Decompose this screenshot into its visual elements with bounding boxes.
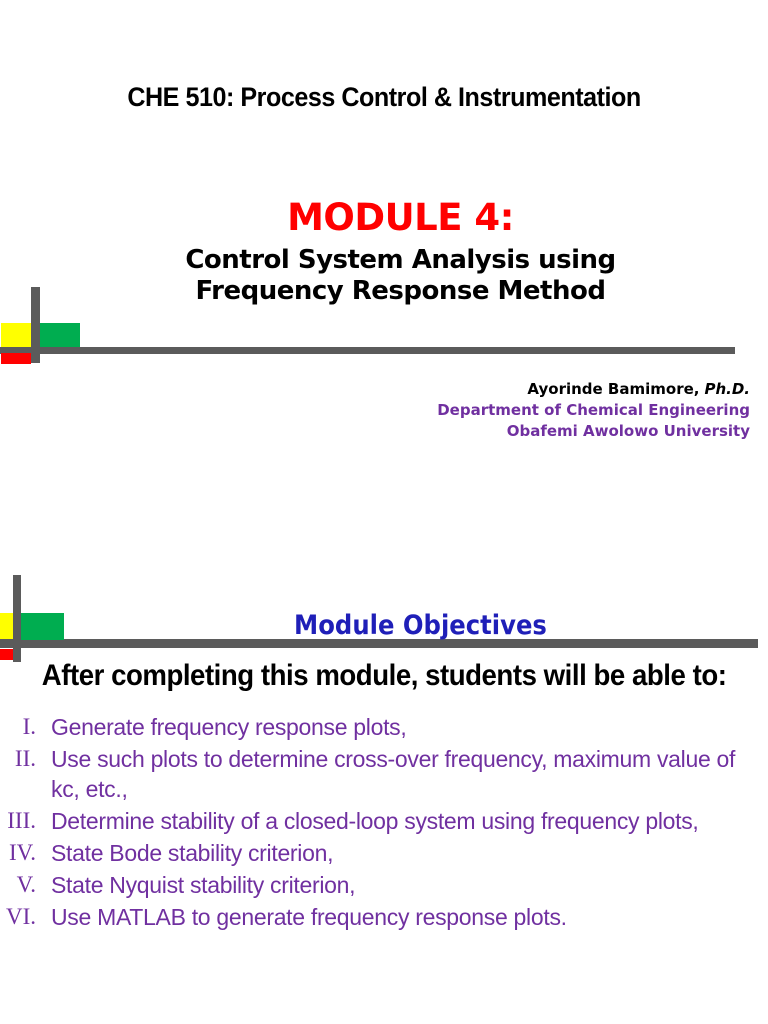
objectives-lead: After completing this module, students w…	[0, 659, 768, 693]
author-degree: Ph.D.	[704, 380, 750, 398]
module-title: MODULE 4:	[287, 196, 514, 239]
objective-text-line: Use such plots to determine cross-over f…	[51, 746, 736, 772]
slide2-green-square	[21, 613, 64, 640]
objectives-heading: Module Objectives	[72, 610, 768, 641]
author-name-line: Ayorinde Bamimore,Ph.D.	[250, 379, 750, 400]
objective-text-line: kc, etc.,	[51, 776, 128, 802]
objective-numeral: I.	[22, 714, 36, 739]
objective-text-line: Determine stability of a closed-loop sys…	[51, 808, 699, 834]
objectives-list: I. Generate frequency response plots, II…	[0, 712, 768, 934]
objective-item: I. Generate frequency response plots,	[0, 712, 768, 742]
slide1-vertical-bar	[31, 287, 40, 363]
objective-text: State Bode stability criterion,	[51, 838, 757, 868]
author-university: Obafemi Awolowo University	[506, 422, 750, 440]
slide1-red-square	[1, 353, 31, 364]
slide1-green-square	[40, 323, 80, 347]
objective-text: Determine stability of a closed-loop sys…	[51, 806, 757, 836]
objective-numeral: III.	[7, 808, 36, 833]
objectives-heading-text: Module Objectives	[293, 610, 547, 641]
slide2-yellow-square	[0, 613, 13, 639]
slide1-yellow-square	[1, 323, 31, 347]
objective-text: Use MATLAB to generate frequency respons…	[51, 902, 757, 932]
objective-text: State Nyquist stability criterion,	[51, 870, 757, 900]
objective-numeral: VI.	[5, 904, 36, 929]
objective-text-line: State Bode stability criterion,	[51, 840, 334, 866]
slide2-horizontal-rule	[0, 639, 758, 648]
objective-item: VI. Use MATLAB to generate frequency res…	[0, 902, 768, 932]
slide1-horizontal-rule	[0, 347, 735, 354]
objective-item: V. State Nyquist stability criterion,	[0, 870, 768, 900]
objective-item: IV. State Bode stability criterion,	[0, 838, 768, 868]
objective-numeral: IV.	[8, 840, 36, 865]
slide2-red-square	[0, 649, 13, 660]
objective-text: Generate frequency response plots,	[51, 712, 757, 742]
module-subtitle: Control System Analysis using Frequency …	[33, 245, 768, 307]
objectives-lead-text: After completing this module, students w…	[41, 659, 727, 692]
author-name: Ayorinde Bamimore,	[527, 380, 700, 398]
slide2-vertical-bar	[13, 575, 21, 662]
subtitle-line-2: Frequency Response Method	[195, 276, 606, 306]
objective-text: Use such plots to determine cross-over f…	[51, 744, 757, 804]
subtitle-line-1: Control System Analysis using	[185, 245, 616, 275]
course-title: CHE 510: Process Control & Instrumentati…	[0, 82, 768, 113]
objective-numeral: V.	[16, 872, 36, 897]
objective-numeral: II.	[14, 746, 36, 771]
objective-item: II. Use such plots to determine cross-ov…	[0, 744, 768, 804]
objective-text-line: State Nyquist stability criterion,	[51, 872, 356, 898]
objective-item: III. Determine stability of a closed-loo…	[0, 806, 768, 836]
course-title-text: CHE 510: Process Control & Instrumentati…	[127, 82, 641, 112]
author-department: Department of Chemical Engineering	[437, 401, 750, 419]
objective-text-line: Use MATLAB to generate frequency respons…	[51, 904, 567, 930]
author-block: Ayorinde Bamimore,Ph.D. Department of Ch…	[250, 379, 750, 442]
objective-text-line: Generate frequency response plots,	[51, 714, 407, 740]
